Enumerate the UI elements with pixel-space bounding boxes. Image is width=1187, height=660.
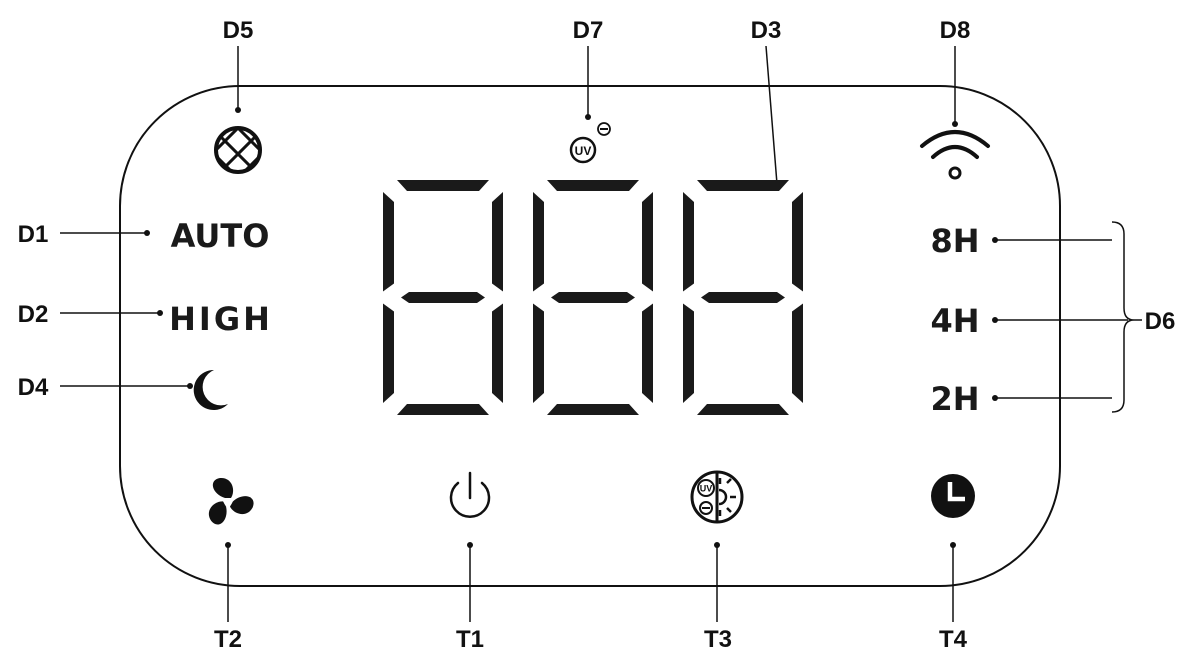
digit-3-segment-a xyxy=(697,180,789,191)
timer-4h-indicator: 4H xyxy=(930,302,979,340)
digit-3-segment-e xyxy=(683,303,694,403)
digit-1-segment-b xyxy=(492,192,503,292)
digit-1-segment-g xyxy=(401,292,485,303)
power-icon[interactable] xyxy=(449,471,491,518)
clock-timer-icon[interactable] xyxy=(931,474,975,518)
callout-d6: D6 xyxy=(1145,308,1176,335)
digit-1-segment-d xyxy=(397,404,489,415)
fan-icon[interactable] xyxy=(204,477,257,528)
digit-2-segment-g xyxy=(551,292,635,303)
digit-1-segment-f xyxy=(383,192,394,292)
callout-d8: D8 xyxy=(940,17,971,44)
high-mode-indicator: HIGH xyxy=(169,300,273,338)
uv-text: UV xyxy=(575,144,592,158)
callout-d7: D7 xyxy=(573,17,604,44)
filter-mesh-icon xyxy=(214,126,262,174)
uv-off-icon: UV xyxy=(569,122,611,164)
callout-t1: T1 xyxy=(456,626,484,653)
callout-d3: D3 xyxy=(751,17,782,44)
digit-2-segment-b xyxy=(642,192,653,292)
digit-2-segment-d xyxy=(547,404,639,415)
digit-3-segment-d xyxy=(697,404,789,415)
callout-t2: T2 xyxy=(214,626,242,653)
callout-d2: D2 xyxy=(18,301,49,328)
callout-t3: T3 xyxy=(704,626,732,653)
callout-d5: D5 xyxy=(223,17,254,44)
digit-3-segment-c xyxy=(792,303,803,403)
digit-2-segment-c xyxy=(642,303,653,403)
callout-d1: D1 xyxy=(18,221,49,248)
digit-3-segment-f xyxy=(683,192,694,292)
leader-lines xyxy=(60,45,1142,622)
digit-1-segment-c xyxy=(492,303,503,403)
panel-outline xyxy=(119,85,1061,587)
digit-3-segment-b xyxy=(792,192,803,292)
timer-8h-indicator: 8H xyxy=(930,222,979,260)
wifi-icon xyxy=(920,130,990,180)
auto-mode-indicator: AUTO xyxy=(171,217,270,255)
digit-3-segment-g xyxy=(701,292,785,303)
digit-1-segment-e xyxy=(383,303,394,403)
digit-2-segment-f xyxy=(533,192,544,292)
uv-text: UV xyxy=(700,484,713,494)
callout-d4: D4 xyxy=(18,374,49,401)
digit-1-segment-a xyxy=(397,180,489,191)
moon-sleep-icon xyxy=(193,369,228,410)
digit-2-segment-e xyxy=(533,303,544,403)
seven-segment-display xyxy=(383,180,803,415)
callout-t4: T4 xyxy=(939,626,968,653)
timer-2h-indicator: 2H xyxy=(930,380,979,418)
digit-2-segment-a xyxy=(547,180,639,191)
uv-light-toggle-icon[interactable]: UV xyxy=(690,470,744,524)
